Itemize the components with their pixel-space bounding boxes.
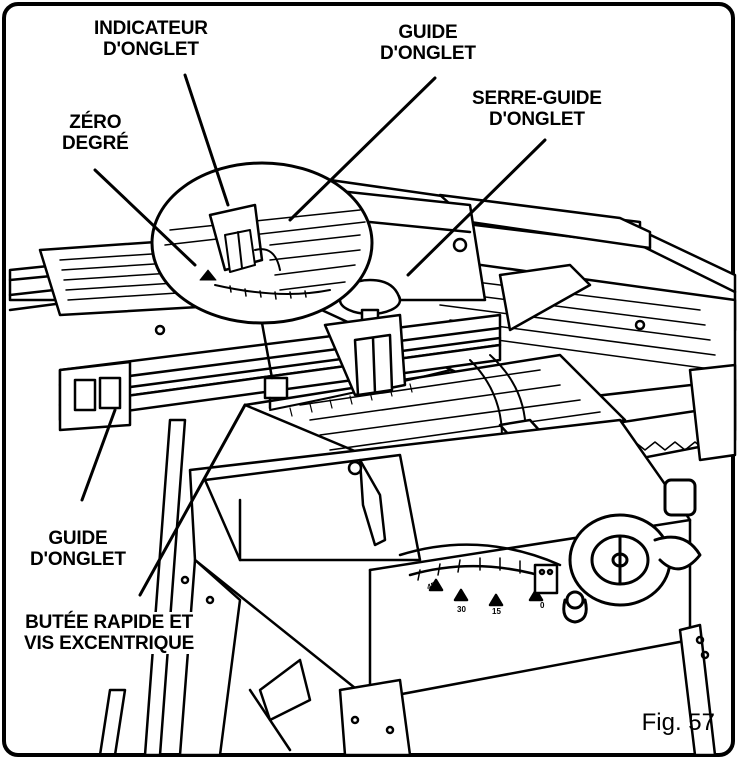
bevel-scale [398, 543, 562, 607]
label-miter-gauge-clamp: SERRE-GUIDE D'ONGLET [470, 88, 604, 130]
label-zero-degree: ZÉRO DEGRÉ [60, 112, 131, 154]
scale-number-0: 0 [540, 601, 545, 610]
leader-lines [80, 73, 547, 597]
label-miter-gauge-top: GUIDE D'ONGLET [378, 22, 478, 64]
scale-number-15: 15 [492, 607, 501, 616]
detail-inset [150, 161, 374, 380]
scale-number-45: 45 [426, 580, 438, 592]
label-quick-stop: BUTÉE RAPIDE ET VIS EXCENTRIQUE [22, 612, 197, 654]
figure-number: Fig. 57 [641, 709, 715, 736]
miter-gauge-clamp [323, 278, 407, 397]
bevel-scale-numbers: 45 30 15 0 [426, 580, 545, 616]
scale-number-30: 30 [457, 605, 466, 614]
label-miter-indicator: INDICATEUR D'ONGLET [92, 18, 210, 60]
handwheel [562, 478, 702, 624]
saw-base [188, 418, 692, 702]
miter-table [243, 353, 627, 472]
saw-legs [98, 418, 717, 757]
blade-guard [328, 188, 592, 332]
label-miter-gauge-left: GUIDE D'ONGLET [28, 528, 128, 570]
